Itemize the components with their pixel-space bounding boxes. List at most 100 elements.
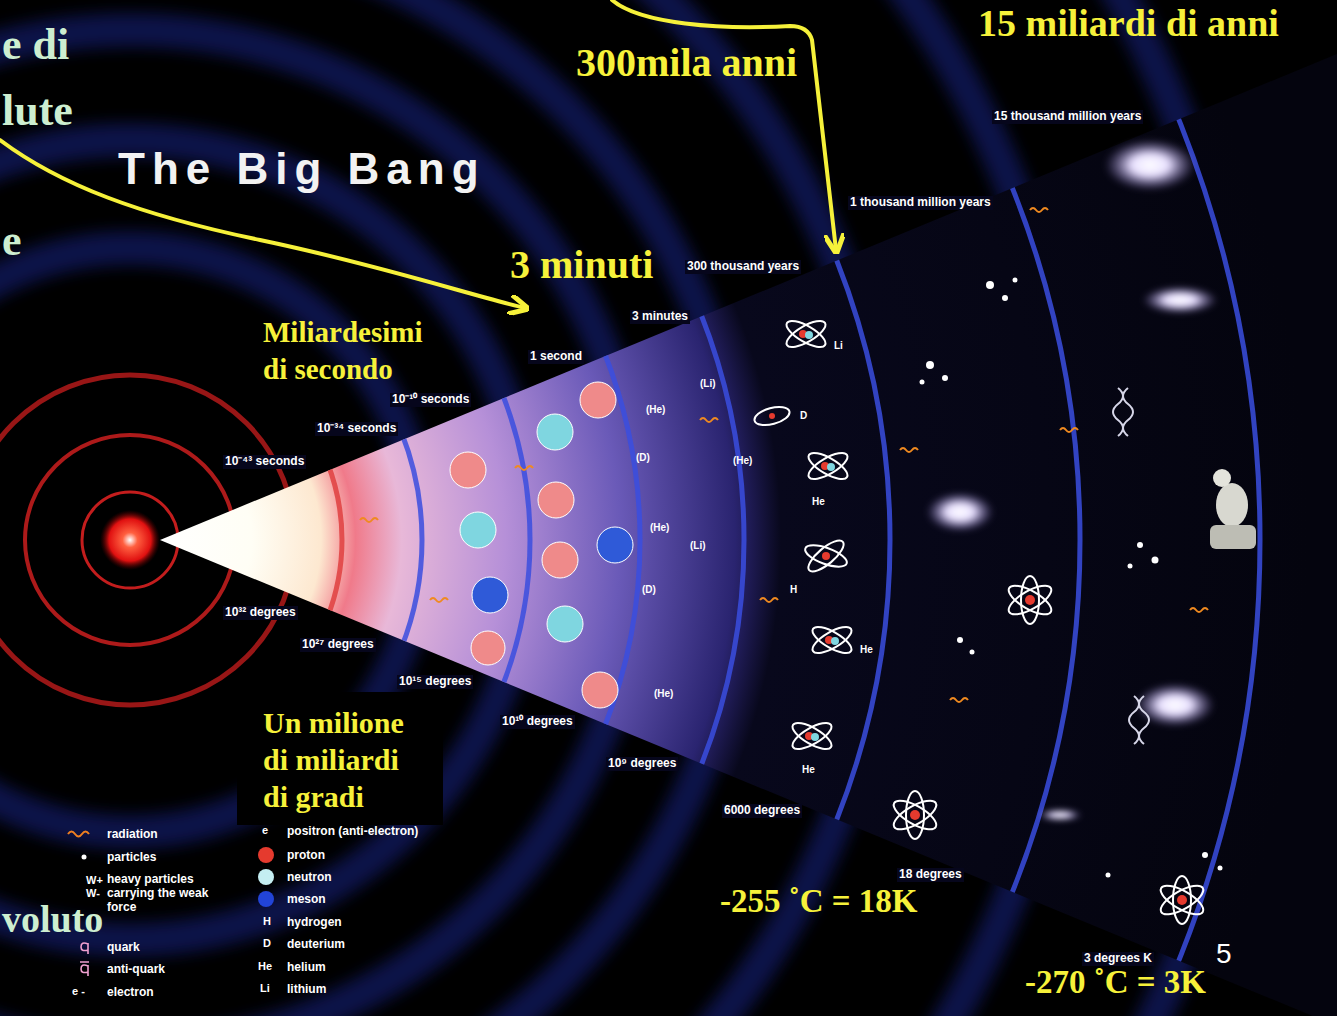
orbit bbox=[809, 622, 855, 658]
epoch-label: 1 second bbox=[528, 350, 584, 364]
atom-label: He bbox=[802, 764, 815, 776]
nucleus bbox=[1177, 895, 1187, 905]
star bbox=[1137, 542, 1143, 548]
nucleus bbox=[831, 637, 839, 645]
radiation bbox=[360, 518, 378, 522]
orbit bbox=[1157, 880, 1208, 920]
temperature-label: 3 degrees K bbox=[1082, 952, 1154, 966]
epoch-label: 10⁻³⁴ seconds bbox=[315, 422, 398, 436]
orbit bbox=[783, 316, 829, 352]
legend-text: electron bbox=[107, 985, 154, 999]
radiation-sample bbox=[68, 832, 89, 837]
proton bbox=[580, 382, 616, 418]
epoch-arc bbox=[0, 0, 890, 1016]
star bbox=[970, 650, 975, 655]
epoch-arc bbox=[0, 0, 1080, 1016]
epoch-label: 300 thousand years bbox=[685, 260, 801, 274]
atom-label: Li bbox=[834, 340, 843, 352]
atom bbox=[789, 718, 835, 754]
epoch-arc bbox=[0, 30, 640, 1016]
meson bbox=[472, 577, 508, 613]
nucleus-label: (D) bbox=[636, 452, 650, 464]
star bbox=[957, 637, 963, 643]
legend-text: hydrogen bbox=[287, 915, 342, 929]
legend-symbol: Li bbox=[260, 982, 270, 995]
star bbox=[1013, 278, 1018, 283]
thinker-statue bbox=[1210, 469, 1256, 549]
statue-base bbox=[1210, 525, 1256, 549]
dna-strand bbox=[1113, 388, 1123, 436]
orbit bbox=[804, 536, 848, 577]
temperature-label: 6000 degrees bbox=[722, 804, 802, 818]
dna-strand bbox=[1123, 388, 1133, 436]
nucleus-label: (He) bbox=[646, 404, 665, 416]
radiation bbox=[430, 598, 448, 602]
epoch-arcs bbox=[0, 0, 1260, 1016]
legend-symbol: H bbox=[263, 915, 271, 928]
legend-symbol: He bbox=[258, 960, 272, 973]
nucleus-label: (D) bbox=[642, 584, 656, 596]
anti-quark-sample bbox=[80, 962, 89, 976]
legend-text: deuterium bbox=[287, 937, 345, 951]
epoch-label: 15 thousand million years bbox=[992, 110, 1143, 124]
epoch-label: 1 thousand million years bbox=[848, 196, 993, 210]
epoch-arc bbox=[0, 140, 530, 940]
time-callout: 15 miliardi di anni bbox=[978, 2, 1279, 46]
radiation-squiggles bbox=[360, 208, 1208, 702]
star bbox=[926, 361, 934, 369]
nucleons bbox=[450, 382, 633, 708]
legend-text: meson bbox=[287, 892, 326, 906]
nucleus-label: (He) bbox=[650, 522, 669, 534]
proton bbox=[450, 452, 486, 488]
temperature-label: 10³² degrees bbox=[223, 606, 298, 620]
orbit bbox=[805, 448, 851, 484]
singularity bbox=[100, 510, 160, 570]
temperature-label: 10¹⁰ degrees bbox=[500, 715, 575, 729]
partial-text: e di bbox=[2, 20, 69, 71]
nucleus bbox=[811, 733, 819, 741]
star-clusters bbox=[920, 278, 1223, 878]
epoch-arc bbox=[0, 0, 1260, 1016]
galaxy bbox=[1038, 809, 1082, 821]
deuteron bbox=[753, 404, 792, 429]
atom-label: H bbox=[790, 584, 797, 596]
galaxy bbox=[1142, 286, 1218, 314]
legend-text: quark bbox=[107, 940, 140, 954]
orbit bbox=[789, 718, 835, 754]
legend-symbol: D bbox=[263, 937, 271, 950]
legend-symbol: e - bbox=[72, 985, 85, 998]
radiation bbox=[700, 418, 718, 422]
star bbox=[1106, 873, 1111, 878]
galaxy bbox=[926, 492, 994, 532]
legend-text: positron (anti-electron) bbox=[287, 824, 418, 838]
orbit bbox=[1005, 580, 1056, 620]
radiation bbox=[900, 448, 918, 452]
orbit bbox=[890, 795, 941, 835]
nucleus bbox=[910, 810, 920, 820]
legend-text: helium bbox=[287, 960, 326, 974]
nucleus-label: (Li) bbox=[690, 540, 706, 552]
legend-text: anti-quark bbox=[107, 962, 165, 976]
neutron bbox=[460, 512, 496, 548]
star bbox=[1152, 557, 1159, 564]
temperature-callout: -255 ˚C = 18K bbox=[720, 883, 918, 921]
atom bbox=[783, 316, 829, 352]
orbit bbox=[789, 718, 835, 754]
atom bbox=[809, 622, 855, 658]
star bbox=[920, 380, 925, 385]
temperature-label: 18 degrees bbox=[897, 868, 964, 882]
dna-strand bbox=[1129, 696, 1139, 744]
legend-symbol: W- bbox=[86, 887, 100, 900]
dna bbox=[1113, 388, 1149, 744]
radiation bbox=[760, 598, 778, 602]
temperature-box: Un milione di miliardi di gradi bbox=[237, 692, 443, 825]
star bbox=[1202, 852, 1208, 858]
leader-lines bbox=[0, 0, 836, 308]
galaxy bbox=[1135, 683, 1215, 727]
legend-swatch bbox=[258, 847, 274, 863]
orbit bbox=[805, 448, 851, 484]
partial-text: voluto bbox=[2, 900, 103, 938]
legend-text: proton bbox=[287, 848, 325, 862]
legend-text: particles bbox=[107, 850, 156, 864]
star bbox=[1218, 866, 1223, 871]
